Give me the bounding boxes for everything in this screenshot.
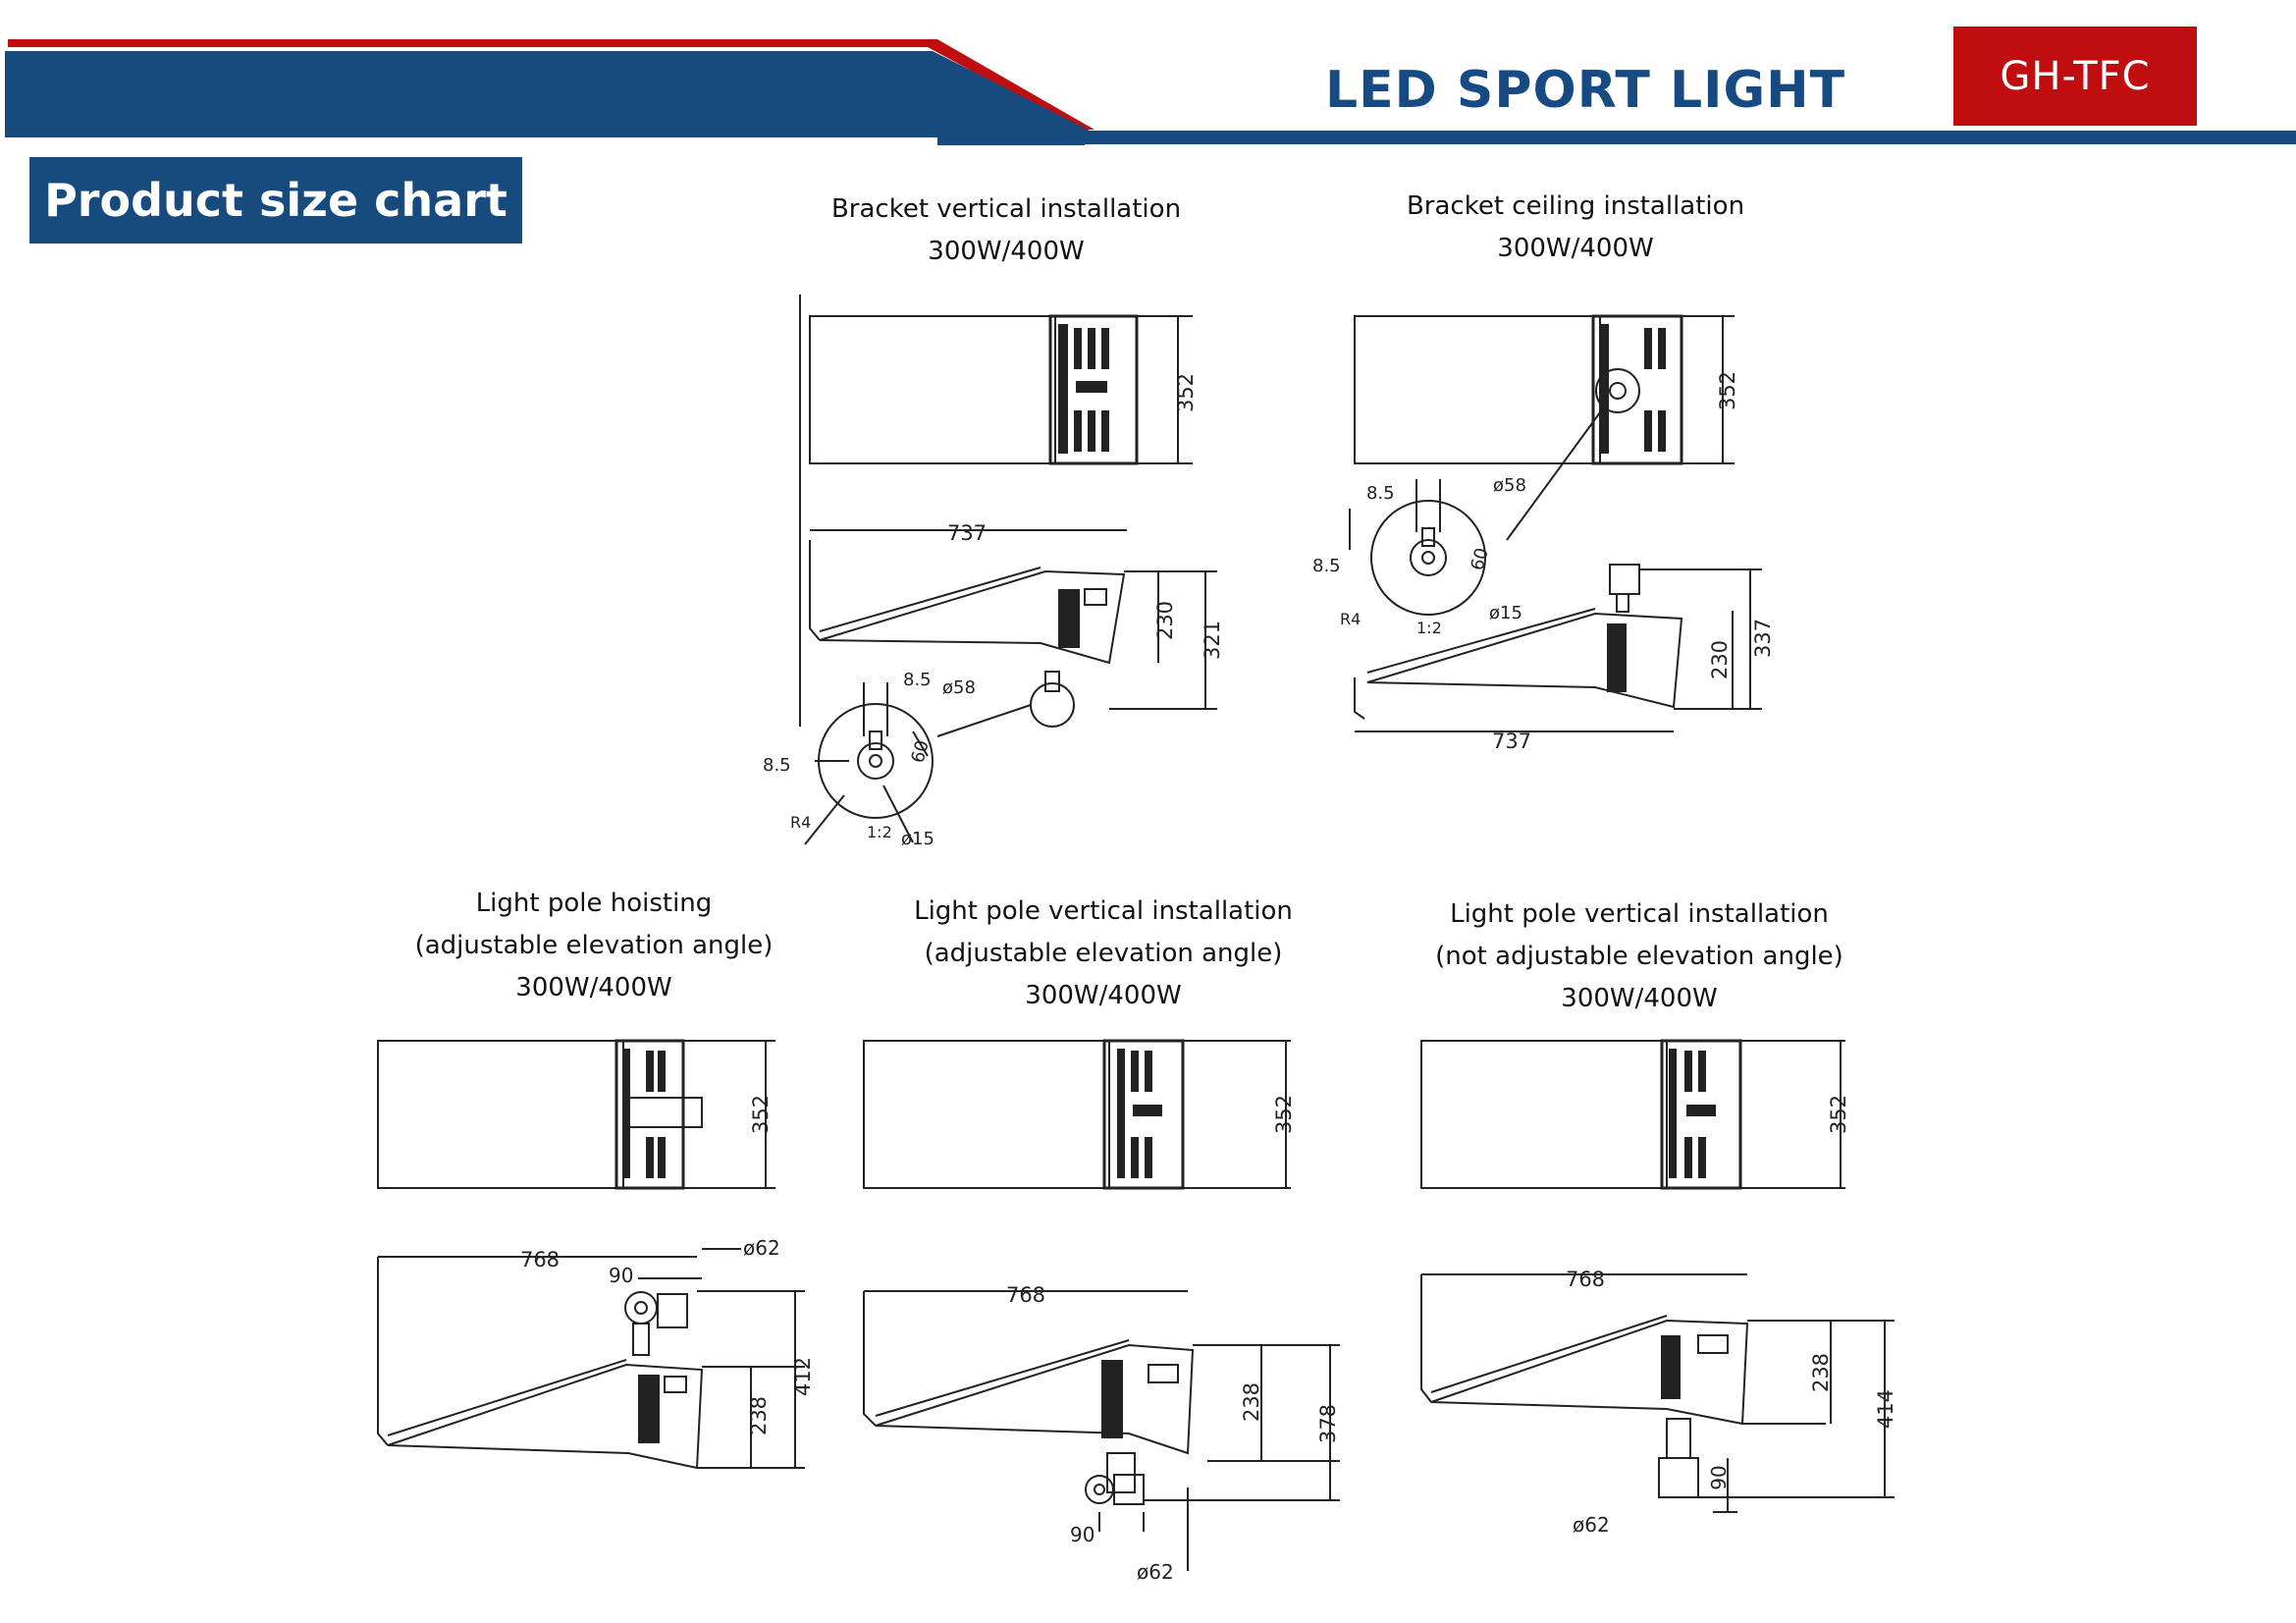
top-view [1354,314,1735,541]
dim-8-5-a: 8.5 [903,670,932,690]
dim-dia62: ø62 [1573,1513,1610,1537]
side-view [863,1290,1340,1571]
dim-scale: 1:2 [867,823,892,841]
caption-line: Light pole hoisting [475,889,713,918]
dim-414: 414 [1874,1389,1897,1429]
dim-230: 230 [1708,640,1732,679]
dim-768: 768 [1566,1268,1605,1291]
drawing-pole-vertical-adjustable: 352 768 238 378 90 ø62 [854,1021,1364,1591]
caption-line: Light pole vertical installation [914,896,1293,926]
side-view [1420,1273,1895,1513]
dim-768: 768 [1006,1283,1045,1307]
dim-352: 352 [749,1095,773,1134]
top-view [809,314,1193,465]
caption-line: (adjustable elevation angle) [414,931,774,960]
dim-r4: R4 [790,813,811,832]
dim-352: 352 [1174,373,1198,412]
dim-60: 60 [1468,546,1493,573]
dim-352: 352 [1827,1095,1850,1134]
heatsink-fins [1669,1049,1716,1178]
dim-352: 352 [1716,371,1739,410]
caption-line: 300W/400W [928,237,1085,266]
caption-pole-vertical-fixed: Light pole vertical installation (not ad… [1423,893,1855,1020]
dim-238: 238 [1240,1382,1263,1422]
dim-dia15: ø15 [901,829,934,849]
drawing-bracket-vertical: 352 737 230 321 8.5 ø58 8.5 60 R4 1:2 ø1… [746,295,1237,864]
drawing-pole-vertical-fixed: 352 768 238 414 90 ø62 [1414,1021,1924,1551]
dim-8-5-b: 8.5 [1312,556,1341,576]
header-title: LED SPORT LIGHT [1325,61,1846,120]
dim-dia58: ø58 [942,677,976,698]
caption-line: Light pole vertical installation [1450,899,1829,929]
dim-8-5-a: 8.5 [1366,483,1395,504]
dim-337: 337 [1751,619,1775,658]
dim-321: 321 [1201,621,1224,660]
dim-8-5-b: 8.5 [763,755,791,776]
side-view [377,1248,805,1470]
dim-90: 90 [1707,1465,1731,1489]
caption-line: 300W/400W [1561,984,1718,1013]
top-view [1420,1039,1845,1190]
header-banner-graphic [5,39,2296,145]
dim-230: 230 [1153,601,1177,640]
dim-238: 238 [747,1396,771,1435]
side-view [809,529,1217,737]
drawing-bracket-ceiling: 352 8.5 ø58 8.5 60 R4 1:2 ø15 230 337 73… [1301,295,1791,766]
dim-dia62: ø62 [1137,1560,1174,1584]
dim-dia62: ø62 [743,1236,780,1260]
dim-r4: R4 [1340,610,1361,628]
dim-90: 90 [609,1264,633,1287]
dim-352: 352 [1272,1095,1296,1134]
detail-view [1349,479,1486,616]
page-header: LED SPORT LIGHT GH-TFC [0,0,2296,157]
caption-bracket-vertical: Bracket vertical installation 300W/400W [810,189,1202,273]
caption-line: (adjustable elevation angle) [924,939,1283,968]
dim-90: 90 [1070,1523,1095,1546]
caption-pole-vertical-adjustable: Light pole vertical installation (adjust… [897,891,1309,1017]
dim-dia15: ø15 [1489,603,1522,623]
detail-view [799,295,934,845]
section-title: Product size chart [29,157,522,243]
drawing-pole-hoisting: 352 768 90 ø62 412 238 [363,1021,834,1483]
caption-line: 300W/400W [515,973,672,1002]
top-view [377,1039,775,1190]
model-badge: GH-TFC [1953,27,2197,126]
top-view [863,1039,1291,1190]
dim-737: 737 [1492,730,1531,753]
heatsink-fins [1601,324,1666,454]
heatsink-fins [622,1049,666,1178]
dim-dia58: ø58 [1493,475,1526,496]
caption-line: 300W/400W [1025,981,1182,1010]
caption-line: 300W/400W [1497,234,1654,263]
caption-line: Bracket ceiling installation [1406,191,1745,221]
dim-412: 412 [791,1357,815,1396]
caption-line: Bracket vertical installation [830,194,1182,224]
heatsink-fins [1117,1049,1162,1178]
side-view [1354,564,1762,732]
caption-bracket-ceiling: Bracket ceiling installation 300W/400W [1379,186,1772,270]
caption-pole-hoisting: Light pole hoisting (adjustable elevatio… [398,883,790,1009]
dim-238: 238 [1809,1353,1833,1392]
dim-scale: 1:2 [1416,619,1442,637]
dim-768: 768 [520,1248,560,1271]
caption-line: (not adjustable elevation angle) [1435,942,1843,971]
dim-737: 737 [947,521,987,545]
heatsink-fins [1058,324,1109,454]
dim-378: 378 [1316,1404,1340,1443]
